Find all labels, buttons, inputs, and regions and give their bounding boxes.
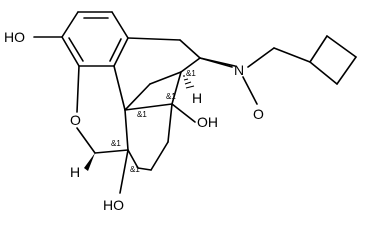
c6-oh-label: HO bbox=[103, 197, 124, 213]
phenol-oh-label: HO bbox=[4, 29, 25, 45]
c14-oh-bond bbox=[171, 103, 196, 123]
ether-bond-2 bbox=[76, 127, 96, 154]
h9-label: H bbox=[192, 90, 202, 106]
ether-o-label: O bbox=[70, 112, 81, 128]
molecule-drawing: HO O H OH H HO N O bbox=[4, 11, 357, 213]
stereo-label-c9: &1 bbox=[186, 69, 196, 78]
structure-diagram: HO O H OH H HO N O bbox=[4, 11, 357, 213]
h5-label: H bbox=[70, 164, 80, 180]
cyclobutylmethyl-group bbox=[247, 35, 357, 85]
n-oxide-o-label: O bbox=[253, 106, 264, 122]
stereo-label-c6: &1 bbox=[130, 165, 140, 174]
n-c-bond bbox=[199, 57, 236, 67]
hashed-bond-h9 bbox=[183, 75, 195, 89]
aromatic-ring bbox=[61, 11, 129, 67]
c14-oh-label: OH bbox=[197, 114, 218, 130]
ether-bond-1 bbox=[76, 65, 80, 113]
n-label: N bbox=[234, 62, 244, 78]
wedge-bond-h5 bbox=[84, 153, 95, 171]
stereo-label-c5: &1 bbox=[111, 139, 121, 148]
c6-oh-bond bbox=[119, 149, 129, 194]
stereo-label-c13: &1 bbox=[137, 110, 147, 119]
n-o-bond bbox=[242, 76, 258, 105]
ring-bonds bbox=[94, 37, 233, 171]
stereo-label-c14: &1 bbox=[166, 92, 176, 101]
